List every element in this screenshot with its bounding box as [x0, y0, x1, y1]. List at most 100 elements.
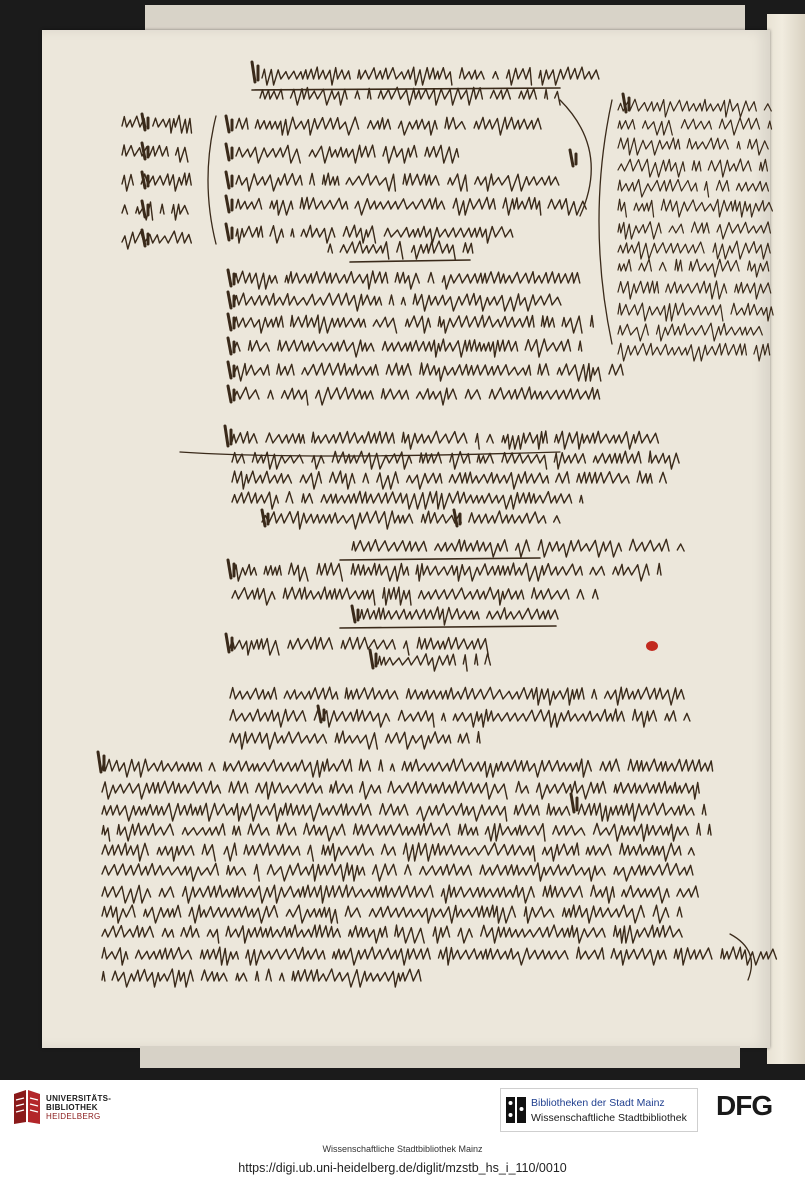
text-line — [229, 636, 489, 656]
rubric-initial — [226, 384, 236, 404]
flourish — [729, 933, 753, 981]
text-line — [235, 116, 542, 136]
text-line — [233, 562, 662, 582]
text-line — [101, 758, 714, 778]
margin-text-line — [617, 258, 770, 278]
text-line — [101, 884, 699, 904]
rubric-initial — [224, 170, 234, 190]
mainz-library-logo-icon — [506, 1097, 526, 1123]
bracket — [207, 115, 217, 245]
binding-strip-bottom — [140, 1046, 740, 1068]
text-line — [261, 510, 561, 530]
margin-text-line — [617, 342, 771, 362]
text-line — [235, 172, 560, 192]
text-line — [231, 586, 599, 606]
rubric-initial — [224, 114, 234, 134]
margin-text-line — [617, 221, 771, 240]
text-line — [235, 196, 587, 216]
margin-note — [121, 201, 189, 221]
rubric-initial — [226, 290, 236, 310]
rubric-initial — [226, 558, 236, 580]
rubric-initial — [350, 604, 360, 624]
rubric-mark — [260, 508, 270, 528]
rubric-initial — [368, 648, 378, 670]
text-line — [231, 430, 660, 450]
margin-text-line — [617, 302, 774, 322]
ub-line-2: BIBLIOTHEK — [46, 1103, 98, 1112]
margin-note — [121, 144, 189, 163]
flourish — [179, 451, 561, 457]
university-library-logo-icon — [14, 1090, 40, 1124]
section-heading — [378, 654, 499, 672]
page-edge — [767, 14, 805, 1064]
rubric-mark — [568, 148, 578, 168]
bracket — [559, 99, 592, 217]
dfg-logo[interactable]: DFG — [716, 1090, 773, 1121]
heading-underline — [251, 87, 561, 91]
rubric-initial — [96, 750, 106, 774]
margin-note — [121, 114, 193, 134]
text-line — [351, 538, 685, 558]
verse-line — [233, 338, 583, 358]
manuscript-handwriting — [96, 60, 805, 988]
rubric-initial — [226, 360, 236, 380]
margin-note — [121, 172, 192, 192]
text-line — [230, 687, 693, 705]
text-line — [231, 470, 667, 490]
rubric-mark — [316, 704, 326, 724]
permalink-url[interactable]: https://digi.ub.uni-heidelberg.de/diglit… — [238, 1161, 567, 1175]
rubric-initial — [224, 222, 234, 242]
verse-line — [233, 386, 601, 406]
text-line — [231, 490, 584, 510]
text-line — [236, 145, 466, 163]
text-line — [232, 451, 688, 469]
rubric-mark — [140, 199, 150, 219]
text-line — [229, 708, 691, 728]
rubric-mark — [569, 792, 579, 814]
margin-text-line — [617, 178, 769, 198]
binding-strip-top — [145, 5, 745, 33]
red-stain — [646, 641, 658, 651]
text-line — [101, 968, 422, 988]
text-line — [101, 862, 694, 882]
ub-line-1: UNIVERSITÄTS- — [46, 1094, 112, 1103]
rubric-mark — [140, 170, 150, 190]
text-line — [101, 822, 712, 842]
text-line — [101, 802, 707, 822]
margin-text-line — [618, 281, 779, 299]
university-library-name: UNIVERSITÄTS- BIBLIOTHEK HEIDELBERG — [46, 1094, 111, 1121]
margin-text-line — [618, 159, 775, 177]
rubric-initial — [223, 424, 233, 448]
mainz-library-title: Bibliotheken der Stadt Mainz — [531, 1097, 665, 1109]
rubric-initial — [226, 268, 236, 288]
text-line — [101, 904, 683, 924]
rubric-initial — [224, 194, 234, 214]
margin-note — [121, 230, 192, 250]
rubric-mark — [452, 508, 462, 528]
rubric-mark — [140, 141, 150, 161]
verse-line — [233, 362, 624, 382]
bracket — [598, 99, 613, 345]
margin-text-line — [618, 323, 771, 341]
rubric-initial — [224, 142, 234, 162]
margin-text-line — [617, 240, 771, 260]
verse-line — [233, 292, 562, 312]
holder-credit: Wissenschaftliche Stadtbibliothek Mainz — [322, 1144, 483, 1154]
margin-text-line — [617, 117, 773, 136]
text-line — [235, 224, 514, 244]
margin-text-line — [617, 198, 773, 218]
ub-line-3: HEIDELBERG — [46, 1112, 101, 1121]
verse-line — [233, 270, 581, 290]
text-line — [101, 924, 683, 944]
rubric-underline — [339, 557, 541, 561]
heading-line — [259, 86, 561, 106]
verse-line — [234, 315, 601, 333]
heading-line — [261, 66, 600, 86]
rubric-initial — [250, 60, 260, 84]
mainz-library-logo[interactable]: Bibliotheken der Stadt Mainz Wissenschaf… — [500, 1088, 698, 1132]
section-heading — [359, 606, 559, 626]
rubric-initial — [226, 336, 236, 356]
margin-text-line — [617, 98, 772, 118]
text-line — [101, 946, 778, 966]
rubric-mark — [140, 228, 150, 248]
